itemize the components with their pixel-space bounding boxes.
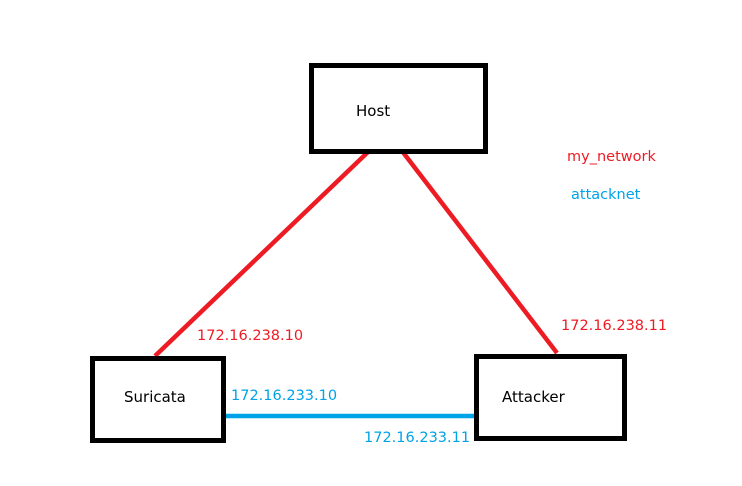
host-label: Host	[356, 102, 390, 120]
link-host-suricata	[153, 150, 370, 358]
ip-attacker-attacknet: 172.16.233.11	[364, 430, 470, 446]
suricata-label: Suricata	[124, 388, 186, 406]
suricata-box	[90, 356, 226, 443]
link-host-attacker	[400, 149, 559, 355]
legend: my_network attacknet	[567, 149, 656, 203]
ip-suricata-attacknet: 172.16.233.10	[231, 388, 337, 404]
node-attacker: Attacker	[474, 354, 627, 441]
node-host: Host	[309, 63, 488, 154]
node-suricata: Suricata	[90, 356, 226, 443]
host-box	[309, 63, 488, 154]
ip-suricata-mynet: 172.16.238.10	[197, 328, 303, 344]
legend-attacknet: attacknet	[571, 187, 641, 203]
attacker-box	[474, 354, 627, 441]
ip-attacker-mynet: 172.16.238.11	[561, 318, 667, 334]
legend-my-network: my_network	[567, 149, 656, 165]
attacker-label: Attacker	[502, 388, 566, 406]
